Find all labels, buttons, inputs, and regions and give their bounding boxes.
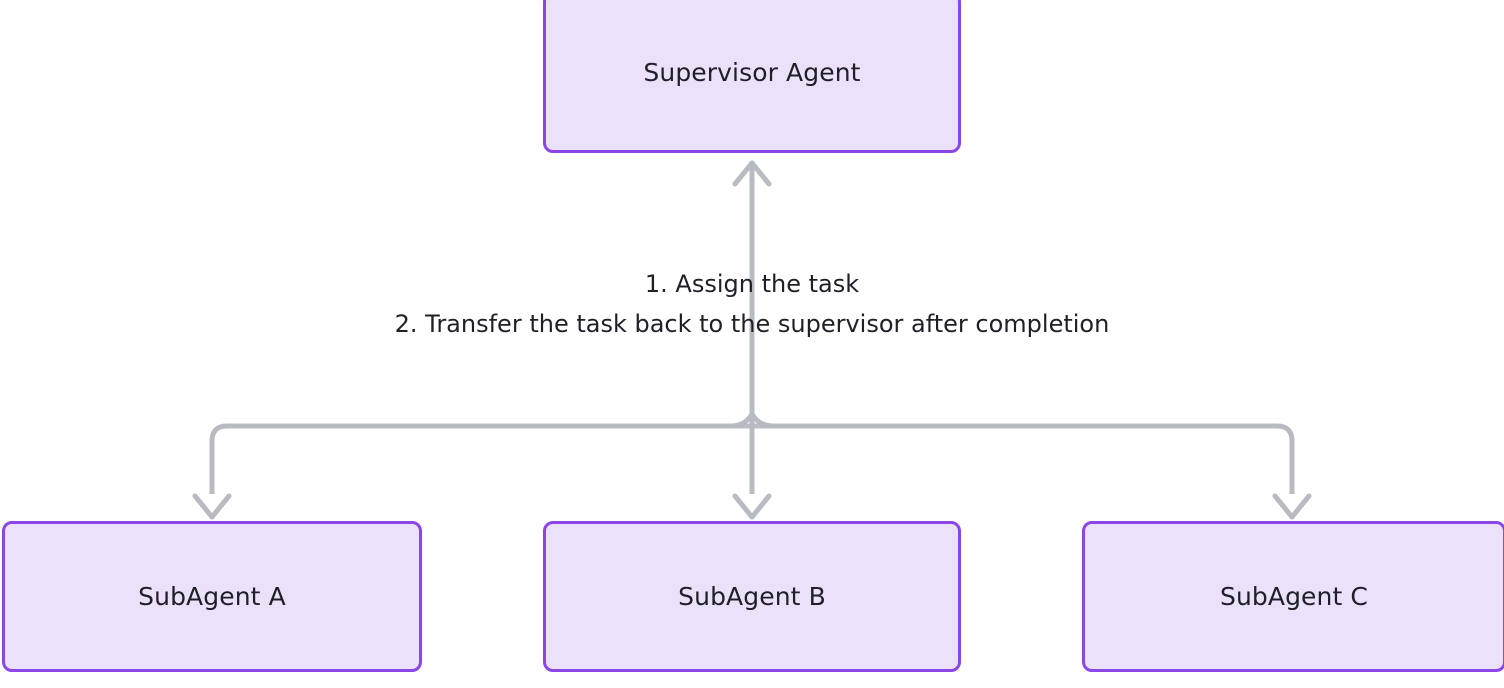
- edge-junction-to-subagent-c: [752, 423, 1312, 520]
- node-supervisor-agent[interactable]: Supervisor Agent: [543, 0, 961, 153]
- node-subagent-a-label: SubAgent A: [138, 581, 286, 611]
- edge-label-assign-transfer: 1. Assign the task 2. Transfer the task …: [394, 270, 1110, 338]
- edge-junction-bridge: [728, 411, 776, 429]
- node-subagent-a[interactable]: SubAgent A: [2, 521, 422, 672]
- edge-junction-to-subagent-a: [192, 423, 752, 520]
- node-subagent-b[interactable]: SubAgent B: [543, 521, 961, 672]
- node-subagent-c[interactable]: SubAgent C: [1082, 521, 1504, 672]
- node-supervisor-agent-label: Supervisor Agent: [643, 57, 861, 87]
- edge-junction-to-subagent-b: [732, 420, 772, 520]
- node-subagent-b-label: SubAgent B: [678, 581, 826, 611]
- node-subagent-c-label: SubAgent C: [1220, 581, 1368, 611]
